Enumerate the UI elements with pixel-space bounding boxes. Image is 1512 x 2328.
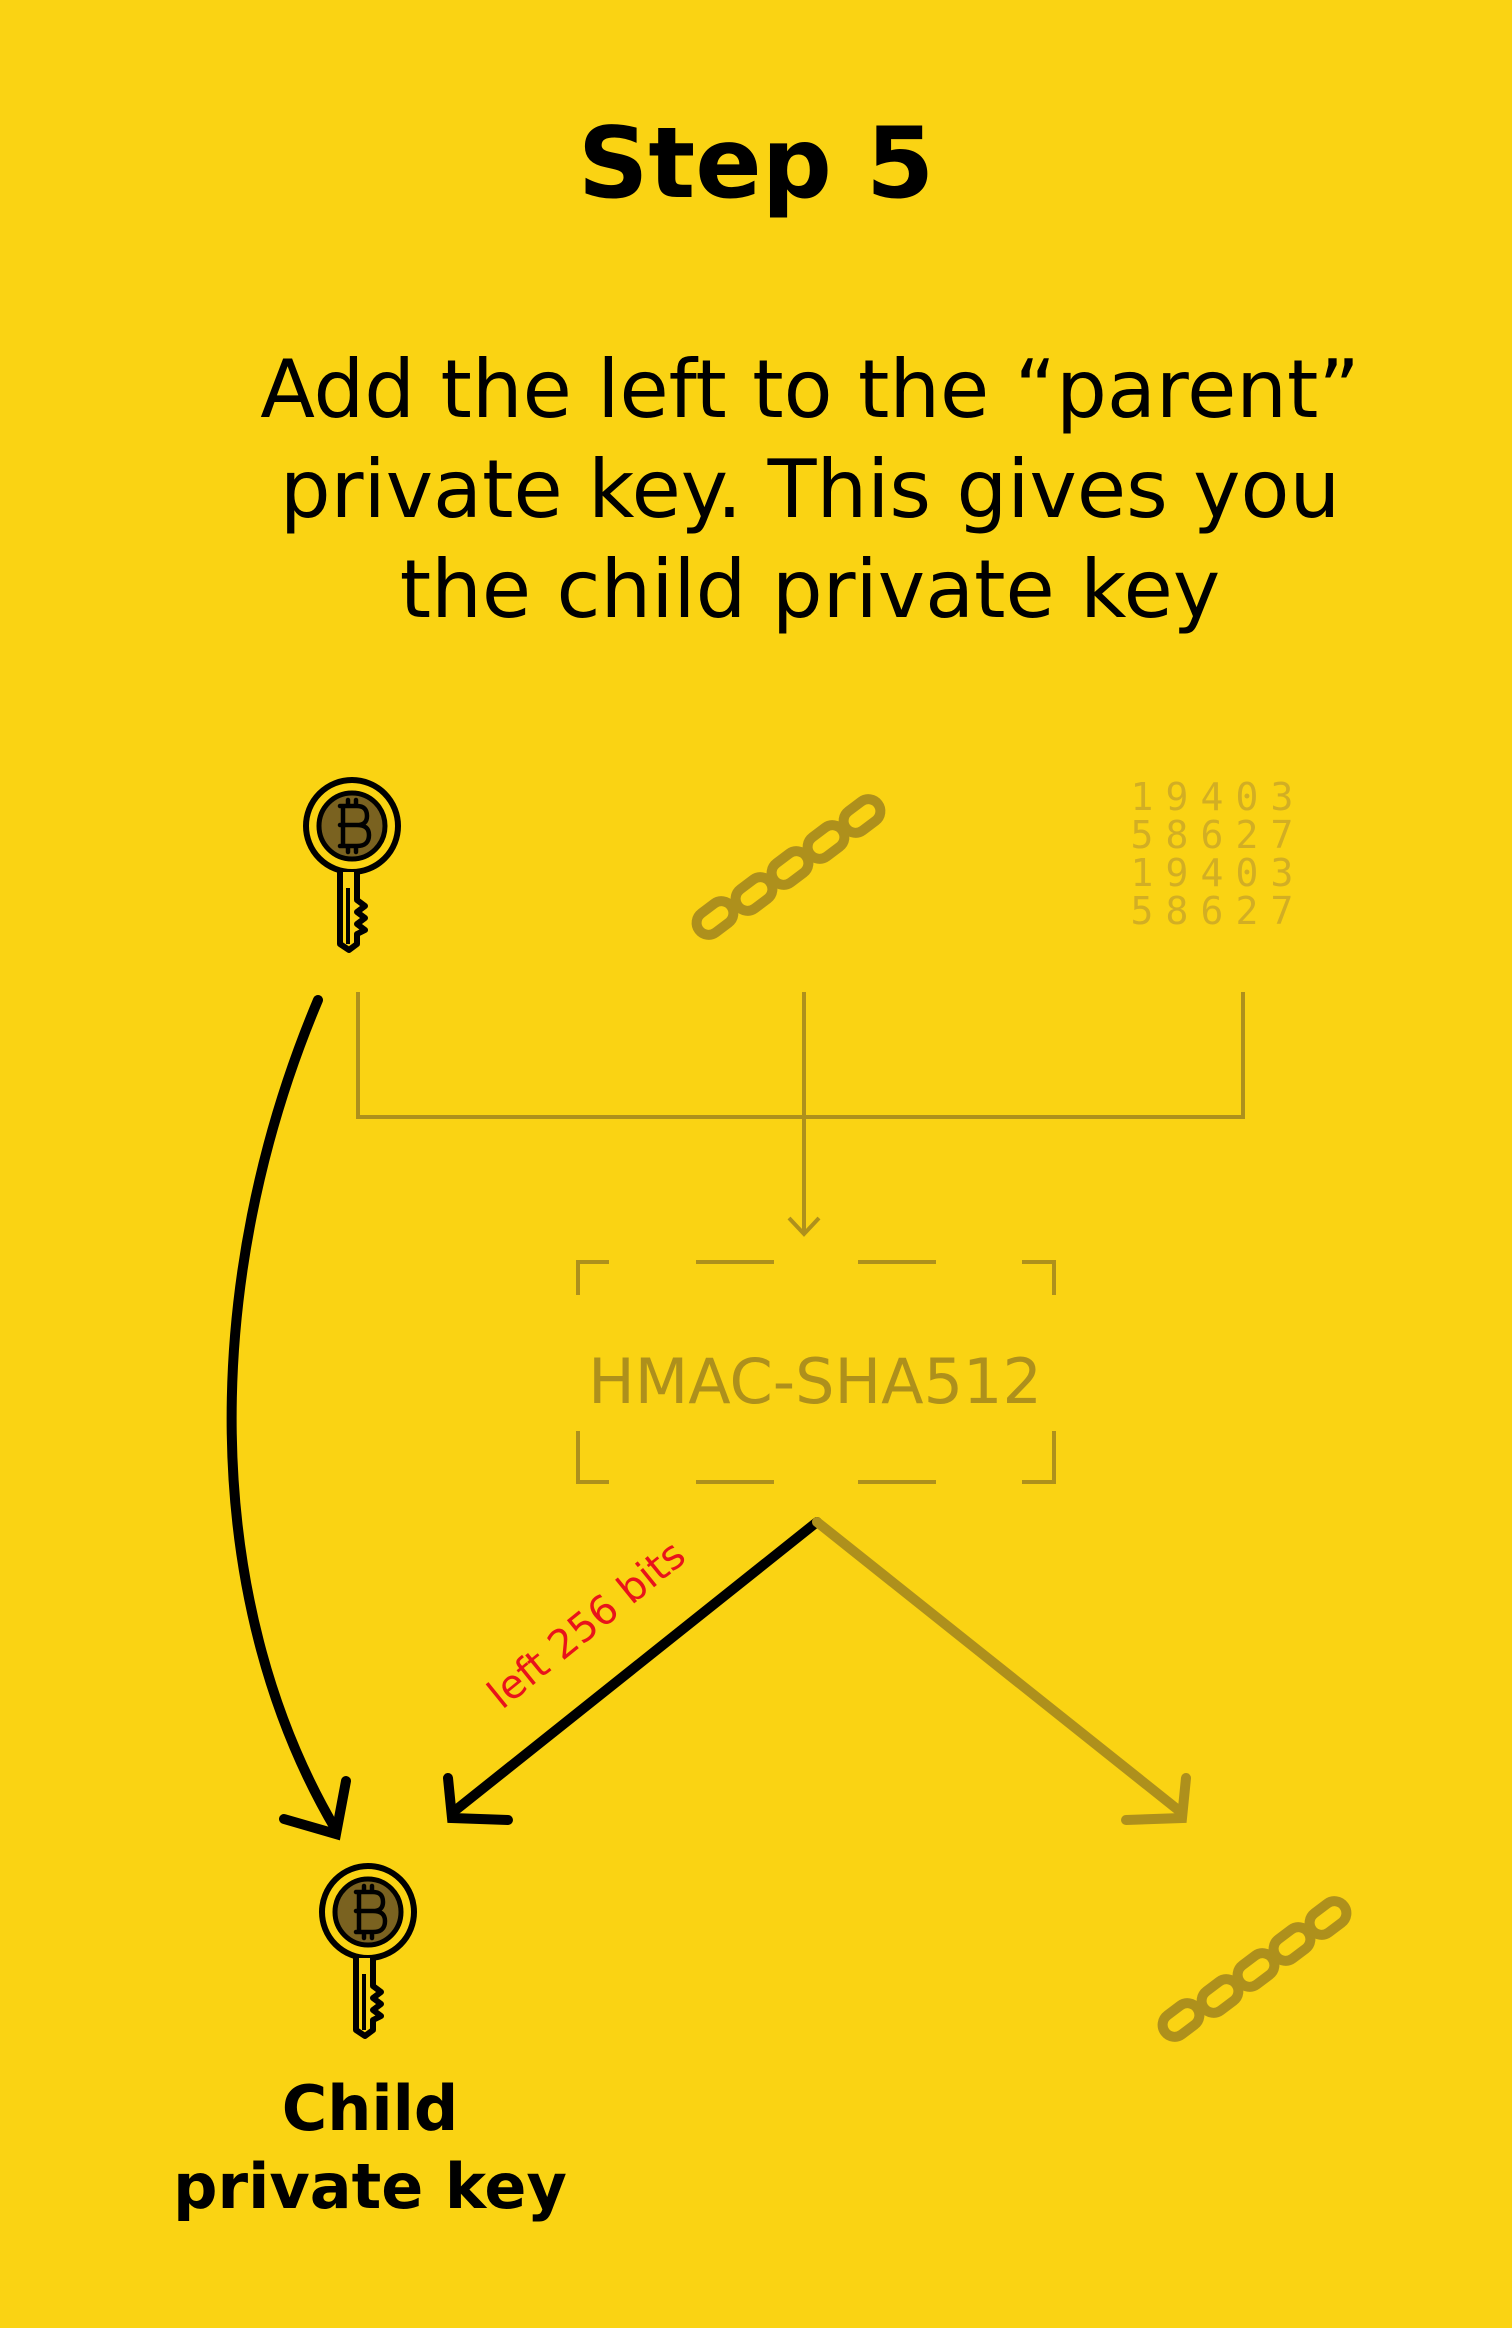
parent-to-child-arrow [226, 995, 351, 1841]
grid-digit: 4 [1201, 775, 1224, 819]
child-private-key-label: Child private key [160, 2070, 580, 2226]
page-title: Step 5 [577, 107, 935, 221]
grid-digit: 7 [1271, 813, 1294, 857]
child-private-key-icon [322, 1866, 414, 2036]
chain-code-icon [692, 794, 885, 939]
hmac-sha512-label: HMAC-SHA512 [588, 1345, 1042, 1418]
grid-digit: 3 [1271, 775, 1294, 819]
left-bits-arrow [443, 1517, 822, 1825]
input-connector-lines [356, 992, 1245, 1237]
grid-digit: 3 [1271, 851, 1294, 895]
parent-private-key-icon [306, 780, 398, 950]
grid-digit: 9 [1166, 851, 1189, 895]
right-bits-arrow [812, 1517, 1191, 1825]
grid-digit: 0 [1236, 775, 1259, 819]
grid-digit: 6 [1201, 889, 1224, 933]
step-description-line: the child private key [399, 543, 1221, 636]
child-label-line-1: Child [281, 2072, 459, 2145]
grid-digit: 7 [1271, 889, 1294, 933]
grid-digit: 5 [1131, 889, 1154, 933]
step-description-line: Add the left to the “parent” [260, 343, 1360, 436]
grid-digit: 2 [1236, 889, 1259, 933]
grid-digit: 6 [1201, 813, 1224, 857]
grid-digit: 4 [1201, 851, 1224, 895]
grid-digit: 9 [1166, 775, 1189, 819]
step-description: Add the left to the “parent” private key… [160, 340, 1460, 640]
grid-digit: 2 [1236, 813, 1259, 857]
hmac-box-frame [576, 1260, 1056, 1484]
child-label-line-2: private key [173, 2150, 567, 2223]
grid-digit: 0 [1236, 851, 1259, 895]
grid-digit: 8 [1166, 889, 1189, 933]
grid-digit: 5 [1131, 813, 1154, 857]
step-description-line: private key. This gives you [279, 443, 1341, 536]
grid-digit: 1 [1131, 775, 1154, 819]
grid-digit: 8 [1166, 813, 1189, 857]
left-bits-arrow-label: left 256 bits [479, 1532, 694, 1719]
grid-digit: 1 [1131, 851, 1154, 895]
child-chain-code-icon [1158, 1896, 1351, 2041]
